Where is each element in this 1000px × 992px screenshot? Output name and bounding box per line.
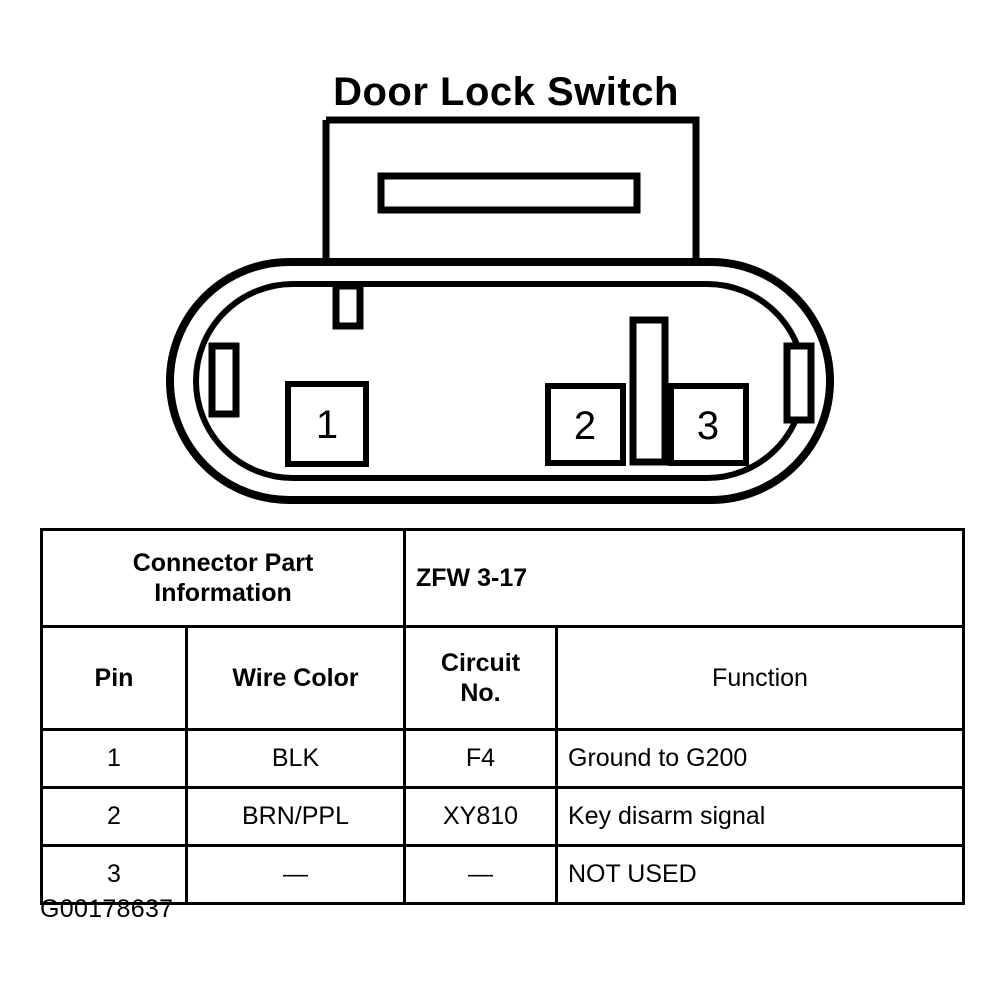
cell-circuit-no: XY810	[403, 786, 558, 847]
connector-diagram: Door Lock Switch 1 2	[166, 70, 834, 504]
cell-wire-color: —	[185, 844, 406, 905]
pin-label-2: 2	[574, 404, 596, 448]
table-row: 2 BRN/PPL XY810 Key disarm signal	[40, 786, 965, 847]
connector-diagram-svg: Door Lock Switch 1 2	[166, 70, 834, 504]
switch-body-outline	[322, 116, 700, 266]
connector-part-information-header: Connector Part Information	[40, 528, 406, 628]
connector-part-value: ZFW 3-17	[403, 528, 965, 628]
cell-pin: 3	[40, 844, 188, 905]
pin-label-3: 3	[697, 404, 719, 448]
connector-right-slot	[783, 342, 815, 424]
cell-function: Key disarm signal	[555, 786, 965, 847]
cell-function: Ground to G200	[555, 728, 965, 789]
switch-body-slot	[377, 172, 641, 214]
pin-cavity-2	[545, 383, 626, 466]
cell-wire-color: BRN/PPL	[185, 786, 406, 847]
connector-part-line1: Connector Part	[132, 548, 314, 577]
figure-caption: G00178637	[40, 895, 174, 923]
column-header-circuit-no: Circuit No.	[403, 625, 558, 731]
connector-divider-bar	[629, 316, 669, 466]
cell-circuit-no: —	[403, 844, 558, 905]
cell-pin: 2	[40, 786, 188, 847]
diagram-title: Door Lock Switch	[333, 70, 679, 114]
cell-circuit-no: F4	[403, 728, 558, 789]
connector-left-slot	[208, 342, 240, 418]
pin-cavity-3	[668, 383, 749, 466]
connector-outer-shell	[166, 258, 834, 504]
column-header-pin: Pin	[40, 625, 188, 731]
cell-pin: 1	[40, 728, 188, 789]
cell-function: NOT USED	[555, 844, 965, 905]
connector-part-line2: Information	[154, 579, 292, 607]
table-header-row: Pin Wire Color Circuit No. Function	[40, 625, 965, 731]
cell-wire-color: BLK	[185, 728, 406, 789]
pin-cavity-1	[285, 381, 369, 467]
column-header-wire-color: Wire Color	[185, 625, 406, 731]
table-row: 3 — — NOT USED	[40, 844, 965, 905]
table-row: 1 BLK F4 Ground to G200	[40, 728, 965, 789]
column-header-function: Function	[555, 625, 965, 731]
circuit-no-line2: No.	[460, 679, 501, 707]
circuit-no-line1: Circuit	[440, 648, 521, 677]
connector-info-table: Connector Part Information ZFW 3-17 Pin …	[40, 528, 965, 905]
table-row-connector-part: Connector Part Information ZFW 3-17	[40, 528, 965, 628]
pin-label-1: 1	[316, 403, 338, 447]
connector-top-tab	[332, 282, 364, 330]
